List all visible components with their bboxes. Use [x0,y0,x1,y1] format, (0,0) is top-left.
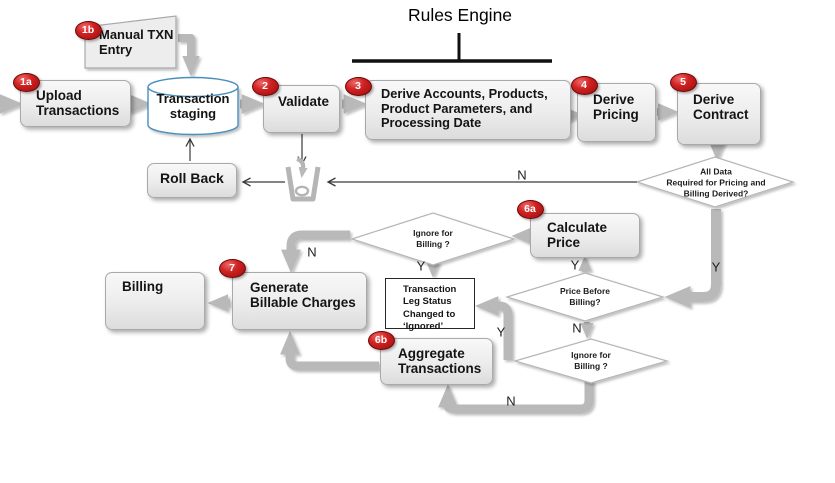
node-aggregate-transactions: Aggregate Transactions [380,338,493,385]
node-derive-accounts: Derive Accounts, Products, Product Param… [365,80,571,140]
trash-icon [285,156,321,202]
node-label: Calculate Price [547,220,608,251]
edge-ignore2-no-to-aggregate [438,381,594,414]
diamond-price-before-label: Price Before Billing? [559,286,611,307]
edge-label-price-no: N [572,320,582,336]
status-line: Leg Status [403,296,452,308]
diamond-all-data-label: All Data Required for Pricing and Billin… [666,166,766,199]
edge-manual-to-staging [178,34,200,77]
edge-ignore2-yes-to-status [474,296,513,360]
node-label: Aggregate Transactions [398,346,482,377]
edge-label-ignore1-yes: Y [416,258,426,274]
edge-label-alldata-yes: Y [711,259,721,275]
edge-label-ignore2-yes: Y [496,324,506,340]
badge-6a: 6a [516,199,544,219]
node-manual-txn-entry-label: Manual TXN Entry [99,27,174,58]
diamond-ignore1-label: Ignore for Billing ? [413,228,453,249]
diamond-price-before-billing [504,272,666,322]
node-label: Derive Pricing [593,92,639,123]
thin-connectors [185,134,637,187]
status-line: ‘Ignored’ [403,320,444,332]
status-line: Changed to [403,308,456,320]
badge-1b: 1b [74,20,102,40]
node-validate: Validate [263,85,340,133]
diagram-title: Rules Engine [407,5,513,25]
node-derive-contract: Derive Contract [677,83,761,145]
badge-5: 5 [669,72,697,92]
manual-entry-shape [84,15,177,69]
node-generate-billable-charges: Generate Billable Charges [232,272,367,330]
status-line: Transaction [403,284,457,295]
staging-cylinder-shape [147,87,239,136]
badge-1a: 1a [12,72,40,92]
badge-6b: 6b [367,330,395,350]
edge-label-ignore1-no: N [307,244,317,260]
edge-aggregate-to-generate [280,330,379,371]
badge-7: 7 [218,258,246,278]
flow-arrows [0,34,726,414]
diamond-ignore-billing-2 [512,338,670,384]
badge-3: 3 [344,76,372,96]
edge-label-ignore2-no: N [506,393,516,409]
node-calculate-price: Calculate Price [530,213,640,258]
node-billing: Billing [105,272,205,330]
node-transaction-staging-label: Transaction staging [156,91,230,122]
edge-ignore1-no-to-generate [281,230,350,274]
node-label: Roll Back [160,170,224,186]
staging-cylinder-top [147,76,239,98]
diamond-all-data-derived [635,156,795,208]
node-roll-back: Roll Back [147,163,237,198]
decision-diamonds [350,156,795,384]
diamond-ignore2-label: Ignore for Billing ? [571,350,611,371]
node-label: Upload Transactions [36,88,120,119]
node-label: Derive Accounts, Products, Product Param… [381,86,548,131]
edge-alldata-yes-to-pricebefore [664,209,721,309]
node-label: Generate Billable Charges [250,280,356,311]
node-label: Billing [122,279,164,294]
badge-2: 2 [251,76,279,96]
diamond-ignore-billing-1 [350,212,516,266]
node-label: Derive Contract [693,92,749,123]
rules-engine-bracket [352,33,552,63]
edge-label-price-yes: Y [570,257,580,273]
badge-4: 4 [570,75,598,95]
edge-label-alldata-no: N [517,167,527,183]
node-label: Validate [278,94,330,109]
node-txn-leg-status: Transaction Leg Status Changed to ‘Ignor… [385,278,475,332]
